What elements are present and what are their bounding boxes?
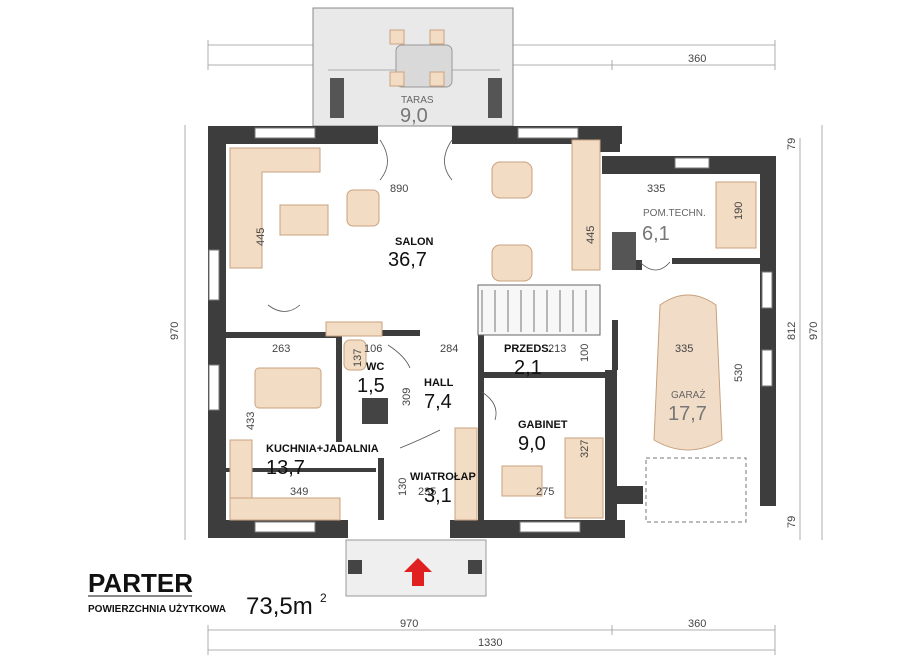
room-name-taras: TARAS	[401, 95, 434, 106]
room-area-wiatrolap: 3,1	[424, 485, 452, 507]
plan-subtitle: POWIERZCHNIA UŻYTKOWA	[88, 602, 226, 615]
dim-235: 235	[418, 486, 436, 498]
entrance	[345, 539, 487, 597]
bottom-dimensions: 970 1330 360	[207, 618, 776, 655]
dim-275: 275	[536, 486, 554, 498]
terrace: TARAS 9,0	[312, 7, 514, 127]
dim-tech-335: 335	[647, 183, 665, 195]
room-name-salon: SALON	[395, 236, 434, 248]
dim-left-height: 970	[169, 322, 181, 340]
room-area-pom-techn: 6,1	[642, 223, 670, 245]
staircase	[477, 284, 601, 336]
kitchen-furniture	[229, 321, 388, 521]
doors	[267, 139, 671, 449]
room-name-gabinet: GABINET	[518, 419, 568, 431]
room-area-garaz: 17,7	[668, 403, 707, 425]
room-labels: SALON 36,7 POM.TECHN. 6,1 WC 1,5 HALL 7,…	[266, 208, 707, 507]
room-area-przeds: 2,1	[514, 357, 542, 379]
dim-284: 284	[440, 343, 458, 355]
dim-tech-190: 190	[733, 202, 745, 220]
dim-bottom-right: 360	[688, 618, 706, 630]
total-area: 73,5m	[246, 593, 313, 620]
salon-furniture	[229, 139, 636, 282]
office-furniture	[454, 427, 604, 521]
room-name-przeds: PRZEDS.	[504, 343, 552, 355]
room-name-garaz: GARAŻ	[671, 388, 705, 401]
dim-130: 130	[397, 478, 409, 496]
dim-106: 106	[364, 343, 382, 355]
room-area-salon: 36,7	[388, 249, 427, 271]
dim-garage-335: 335	[675, 343, 693, 355]
garage-car	[645, 294, 747, 523]
room-area-gabinet: 9,0	[518, 433, 546, 455]
windows	[208, 127, 773, 533]
plan-title: PARTER POWIERZCHNIA UŻYTKOWA 73,5m 2	[88, 568, 327, 620]
dim-263: 263	[272, 343, 290, 355]
dim-433: 433	[245, 412, 257, 430]
dim-137: 137	[352, 349, 364, 367]
dim-salon-445-left: 445	[255, 228, 267, 246]
dim-349: 349	[290, 486, 308, 498]
room-name-kuchnia: KUCHNIA+JADALNIA	[266, 443, 379, 455]
technical-room-fixtures	[715, 181, 757, 249]
dim-bottom-left: 970	[400, 618, 418, 630]
room-area-hall: 7,4	[424, 391, 452, 413]
room-name-hall: HALL	[424, 377, 454, 389]
interior-dimensions: 890 445 445 335 190 335 530 263 106 137 …	[245, 183, 745, 498]
dim-salon-width: 890	[390, 183, 408, 195]
room-name-wc: WC	[366, 361, 384, 373]
dim-top-right: 360	[688, 53, 706, 65]
dim-right-79-bottom: 79	[786, 516, 798, 528]
entry-arrow-icon	[404, 558, 432, 586]
dim-327: 327	[579, 440, 591, 458]
dim-100: 100	[579, 344, 591, 362]
room-name-pom-techn: POM.TECHN.	[643, 208, 706, 219]
walls	[208, 126, 776, 538]
room-area-taras: 9,0	[400, 105, 428, 127]
dim-309: 309	[401, 388, 413, 406]
dim-garage-530: 530	[733, 364, 745, 382]
dim-right-79-top: 79	[786, 138, 798, 150]
room-name-wiatrolap: WIATROŁAP	[410, 471, 476, 483]
dim-right-812: 812	[786, 322, 798, 340]
total-area-sup: 2	[320, 591, 327, 605]
plan-title-text: PARTER	[88, 568, 193, 598]
room-area-wc: 1,5	[357, 375, 385, 397]
dim-salon-445-right: 445	[585, 226, 597, 244]
dim-213: 213	[548, 343, 566, 355]
dim-right-height: 970	[808, 322, 820, 340]
room-area-kuchnia: 13,7	[266, 457, 305, 479]
dim-bottom-total: 1330	[478, 637, 502, 649]
side-dimensions: 970 812 970 79 79	[169, 125, 823, 540]
